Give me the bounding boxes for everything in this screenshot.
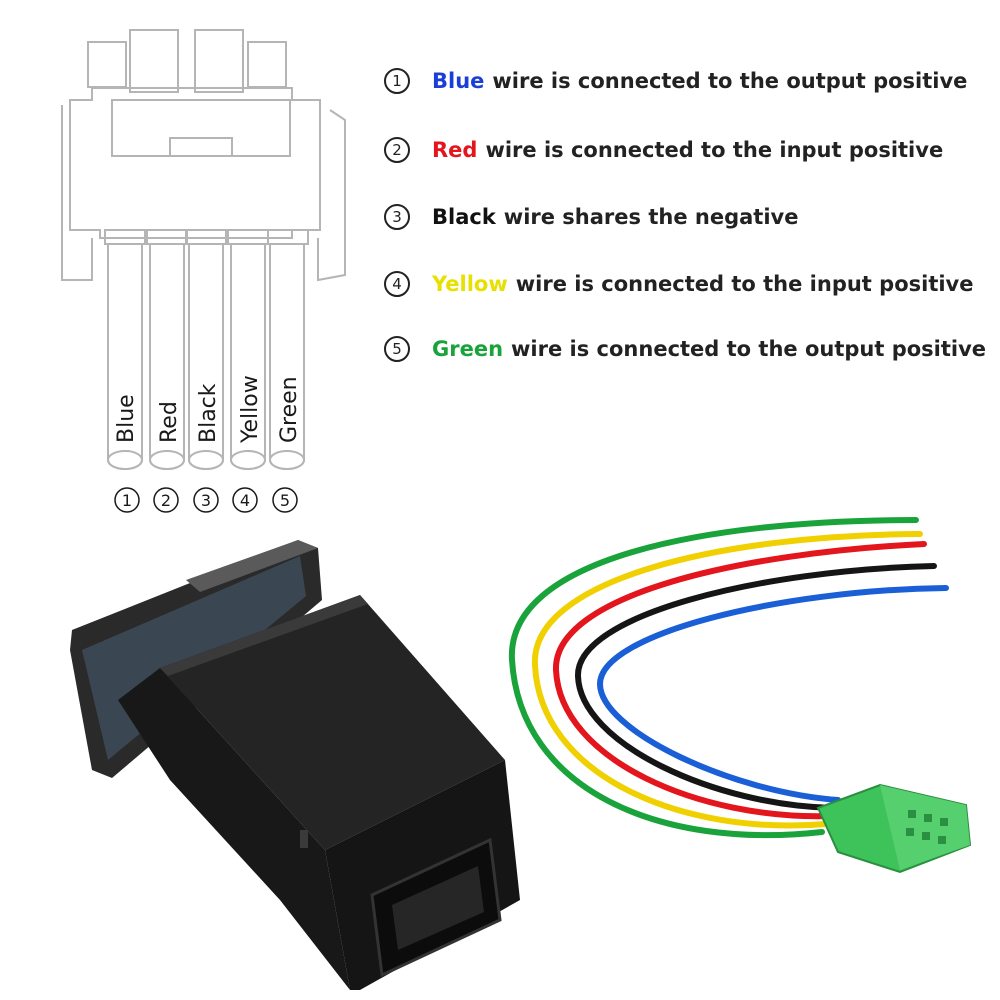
wire-number-1: 1: [122, 491, 132, 510]
legend-number-5: 5: [384, 336, 410, 362]
legend-color-word-green: Green: [432, 337, 504, 361]
wire-label-green: Green: [277, 376, 302, 443]
wire-label-yellow: Yellow: [238, 375, 263, 444]
harness-wire-black: [574, 563, 937, 811]
wire-label-blue: Blue: [114, 394, 139, 443]
legend-description-3: wire shares the negative: [503, 205, 799, 229]
wire-number-3: 3: [201, 491, 211, 510]
connector-outline-drawing: [61, 29, 346, 470]
outline-wire-red: [149, 244, 185, 470]
legend-description-1: wire is connected to the output positive: [492, 69, 968, 93]
legend-item-red: 2 Red wire is connected to the input pos…: [384, 137, 943, 163]
outline-wire-blue: [107, 244, 143, 470]
harness-wire-blue: [596, 585, 949, 803]
outline-wire-black: [188, 244, 224, 470]
wire-number-markers: [114, 487, 298, 513]
legend-item-blue: 1 Blue wire is connected to the output p…: [384, 68, 967, 94]
legend-number-3: 3: [384, 204, 410, 230]
legend-color-word-black: Black: [432, 205, 496, 229]
legend-description-5: wire is connected to the output positive: [511, 337, 987, 361]
wire-harness-illustration: [508, 517, 949, 839]
push-switch-illustration: [70, 540, 520, 990]
wire-number-4: 4: [240, 491, 250, 510]
legend-item-black: 3 Black wire shares the negative: [384, 204, 798, 230]
harness-wire-red: [552, 541, 927, 820]
harness-wire-green: [508, 517, 919, 839]
wire-label-black: Black: [196, 383, 221, 443]
wire-label-red: Red: [157, 401, 182, 443]
green-plug: [816, 783, 972, 874]
wire-number-5: 5: [280, 491, 290, 510]
legend-description-2: wire is connected to the input positive: [485, 138, 944, 162]
legend-color-word-red: Red: [432, 138, 478, 162]
legend-description-4: wire is connected to the input positive: [515, 272, 974, 296]
legend-color-word-yellow: Yellow: [432, 272, 508, 296]
outline-wire-yellow: [230, 244, 266, 470]
legend-number-1: 1: [384, 68, 410, 94]
legend-item-yellow: 4 Yellow wire is connected to the input …: [384, 271, 973, 297]
legend-item-green: 5 Green wire is connected to the output …: [384, 336, 986, 362]
legend-color-word-blue: Blue: [432, 69, 485, 93]
legend-number-2: 2: [384, 137, 410, 163]
wire-number-2: 2: [161, 491, 171, 510]
harness-wire-yellow: [531, 531, 923, 829]
legend-number-4: 4: [384, 271, 410, 297]
outline-wire-green: [269, 244, 305, 470]
